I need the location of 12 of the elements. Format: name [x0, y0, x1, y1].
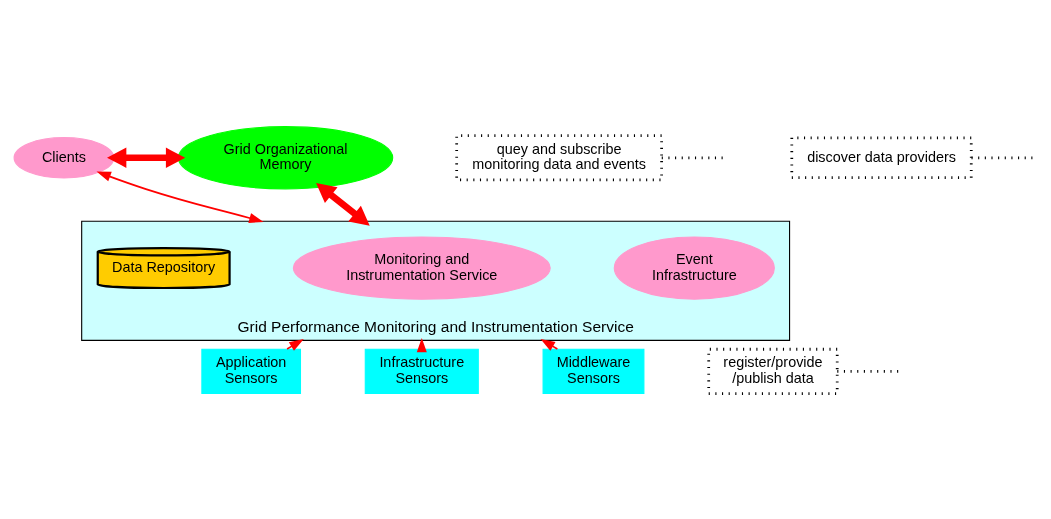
node-box: discover data providers — [790, 135, 973, 179]
node-ellipse: Event Infrastructure — [613, 235, 775, 300]
arrow — [316, 182, 370, 226]
node-ellipse: Grid Organizational Memory — [177, 125, 394, 189]
node-box: Application Sensors — [201, 348, 302, 394]
node-box: quey and subscribe monitoring data and events — [455, 133, 663, 181]
node-ellipse: Monitoring and Instrumentation Service — [292, 235, 551, 300]
arrow — [107, 147, 186, 168]
node-box: register/provide /publish data — [707, 347, 839, 395]
arrow — [96, 171, 264, 223]
node-box: Middleware Sensors — [542, 348, 645, 394]
connector — [661, 155, 726, 159]
